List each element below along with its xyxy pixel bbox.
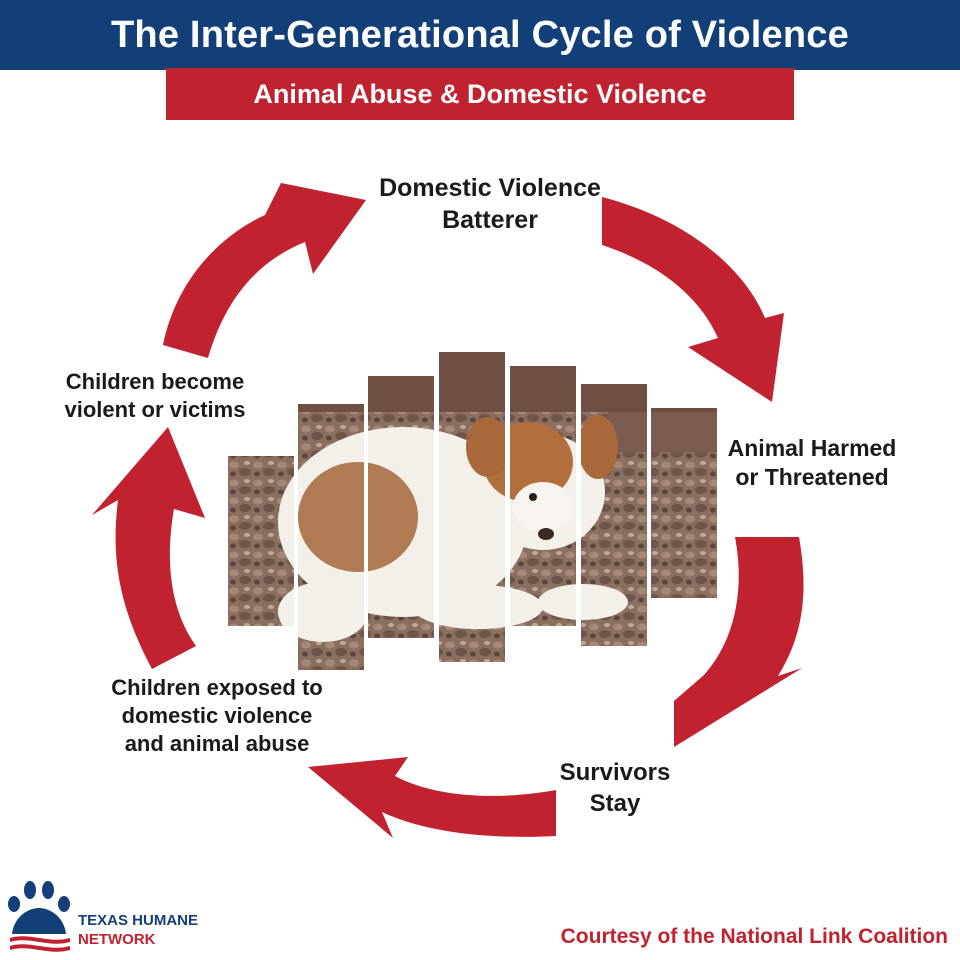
cycle-arrow-bottom <box>308 757 556 838</box>
cycle-arrow-left <box>92 427 205 669</box>
cycle-arrow-upper-right <box>602 197 784 402</box>
title-banner: The Inter-Generational Cycle of Violence <box>0 0 960 70</box>
step-label-children-exposed: Children exposed to domestic violence an… <box>111 675 323 757</box>
cycle-arrow-right <box>674 537 804 747</box>
courtesy-credit: Courtesy of the National Link Coalition <box>560 925 948 948</box>
texas-humane-network-logo <box>8 881 70 952</box>
puppy-photo-collage <box>228 352 717 670</box>
logo-name: TEXAS HUMANE NETWORK <box>78 912 198 950</box>
step-label-survivors-stay: Survivors Stay <box>559 759 671 817</box>
page-title: The Inter-Generational Cycle of Violence <box>111 13 849 56</box>
logo-line-1: TEXAS HUMANE <box>78 912 199 929</box>
step-label-batterer: Domestic Violence Batterer <box>379 174 601 234</box>
cycle-arrow-upper-left <box>163 183 366 358</box>
page-subtitle: Animal Abuse & Domestic Violence <box>253 78 707 109</box>
paw-icon <box>8 881 70 952</box>
logo-line-2: NETWORK <box>78 930 156 948</box>
step-label-animal-harmed: Animal Harmed or Threatened <box>727 435 897 491</box>
subtitle-banner: Animal Abuse & Domestic Violence <box>166 68 794 120</box>
step-label-children-become: Children become violent or victims <box>64 369 246 423</box>
